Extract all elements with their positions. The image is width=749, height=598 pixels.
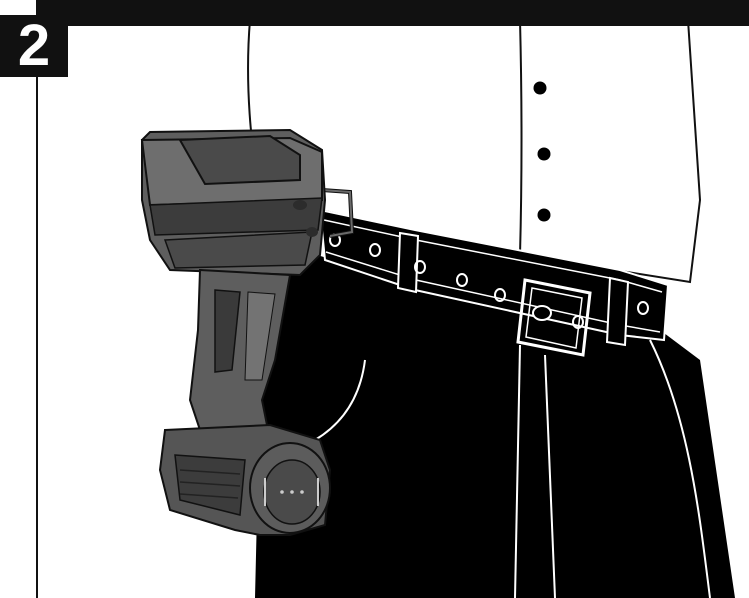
step-badge: 2 [0,15,68,77]
header-bar [36,0,749,26]
left-margin-rule [36,0,38,598]
shirt-button-2 [538,148,551,161]
shirt-button-3 [538,209,551,222]
step-number: 2 [18,17,50,75]
shirt-button-1 [534,82,547,95]
